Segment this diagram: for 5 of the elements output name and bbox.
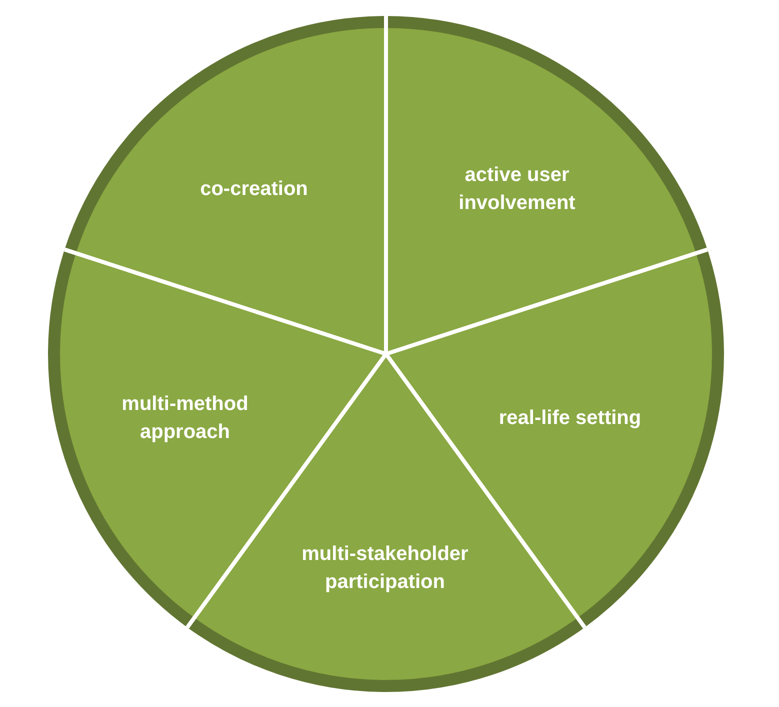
- slice-label: co-creation: [199, 177, 309, 202]
- slice-label: real-life setting: [498, 406, 642, 431]
- slice-label: multi-method approach: [120, 392, 250, 445]
- slice-label: multi-stakeholder participation: [300, 542, 470, 595]
- slice-label: active user involvement: [458, 163, 576, 216]
